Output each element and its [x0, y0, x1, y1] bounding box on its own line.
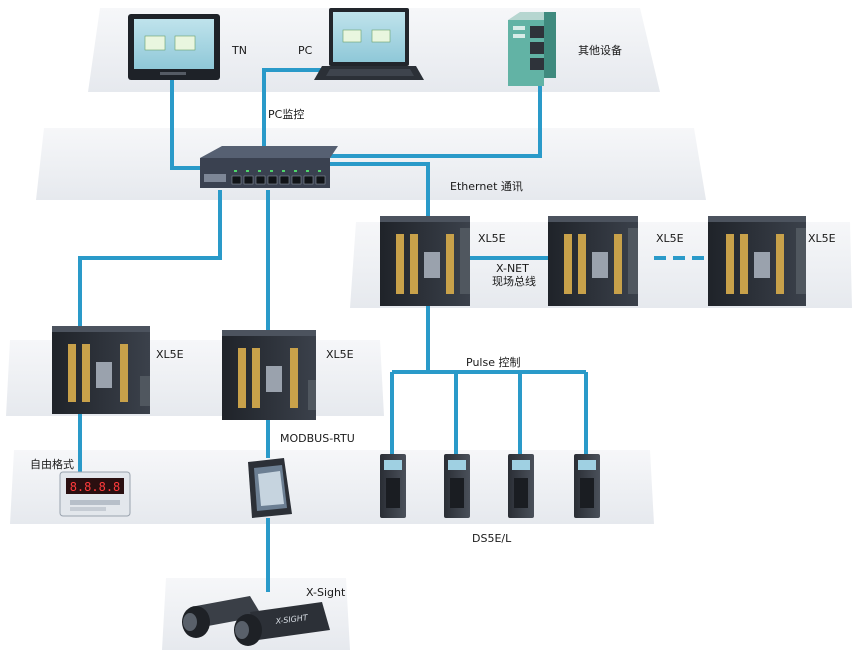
x-sight-cameras: X-SIGHT: [182, 596, 330, 646]
servo-drives: [380, 454, 600, 518]
link-switch-xl5e-left: [78, 190, 222, 328]
label-xsight: X-Sight: [306, 586, 346, 599]
label-xl5e-3: XL5E: [808, 232, 836, 245]
label-xl5e-1: XL5E: [478, 232, 506, 245]
label-modbus: MODBUS-RTU: [280, 432, 355, 445]
plc-xl5e-mid: [222, 330, 316, 420]
vision-controller: [248, 458, 292, 518]
plc-xl5e-left: [52, 326, 150, 414]
label-xl5e-left: XL5E: [156, 348, 184, 361]
label-pc-monitor: PC监控: [268, 108, 305, 121]
tn-touch-panel: [128, 14, 220, 80]
plc-xl5e-ethernet: [380, 216, 470, 306]
label-ethernet: Ethernet 通讯: [450, 180, 523, 193]
display-digits: 8.8.8.8: [70, 480, 121, 494]
servo-drive-4: [574, 454, 600, 518]
label-pc: PC: [298, 44, 313, 57]
label-xnet: X-NET: [496, 262, 529, 275]
link-switch-xl5e-right: [330, 162, 430, 220]
servo-drive-2: [444, 454, 470, 518]
plc-xl5e-xnet-3: [708, 216, 806, 306]
digital-display-device: 8.8.8.8: [59, 471, 131, 517]
label-free-format: 自由格式: [30, 458, 74, 471]
label-xl5e-mid: XL5E: [326, 348, 354, 361]
camera-brand-text: X-SIGHT: [274, 613, 309, 626]
servo-drive-3: [508, 454, 534, 518]
servo-drive-1: [380, 454, 406, 518]
link-tn-switch: [170, 80, 205, 170]
label-pulse: Pulse 控制: [466, 356, 521, 369]
label-fieldbus: 现场总线: [492, 275, 536, 288]
shelf-bottom: [10, 450, 654, 524]
label-tn: TN: [232, 44, 247, 57]
link-other-switch: [330, 86, 542, 158]
ethernet-switch: [200, 146, 338, 188]
pc-laptop: [314, 8, 424, 80]
label-other-device: 其他设备: [578, 44, 622, 57]
other-device-gateway: [508, 12, 556, 86]
label-xl5e-2: XL5E: [656, 232, 684, 245]
plc-xl5e-xnet-2: [548, 216, 638, 306]
label-ds5e: DS5E/L: [472, 532, 512, 545]
